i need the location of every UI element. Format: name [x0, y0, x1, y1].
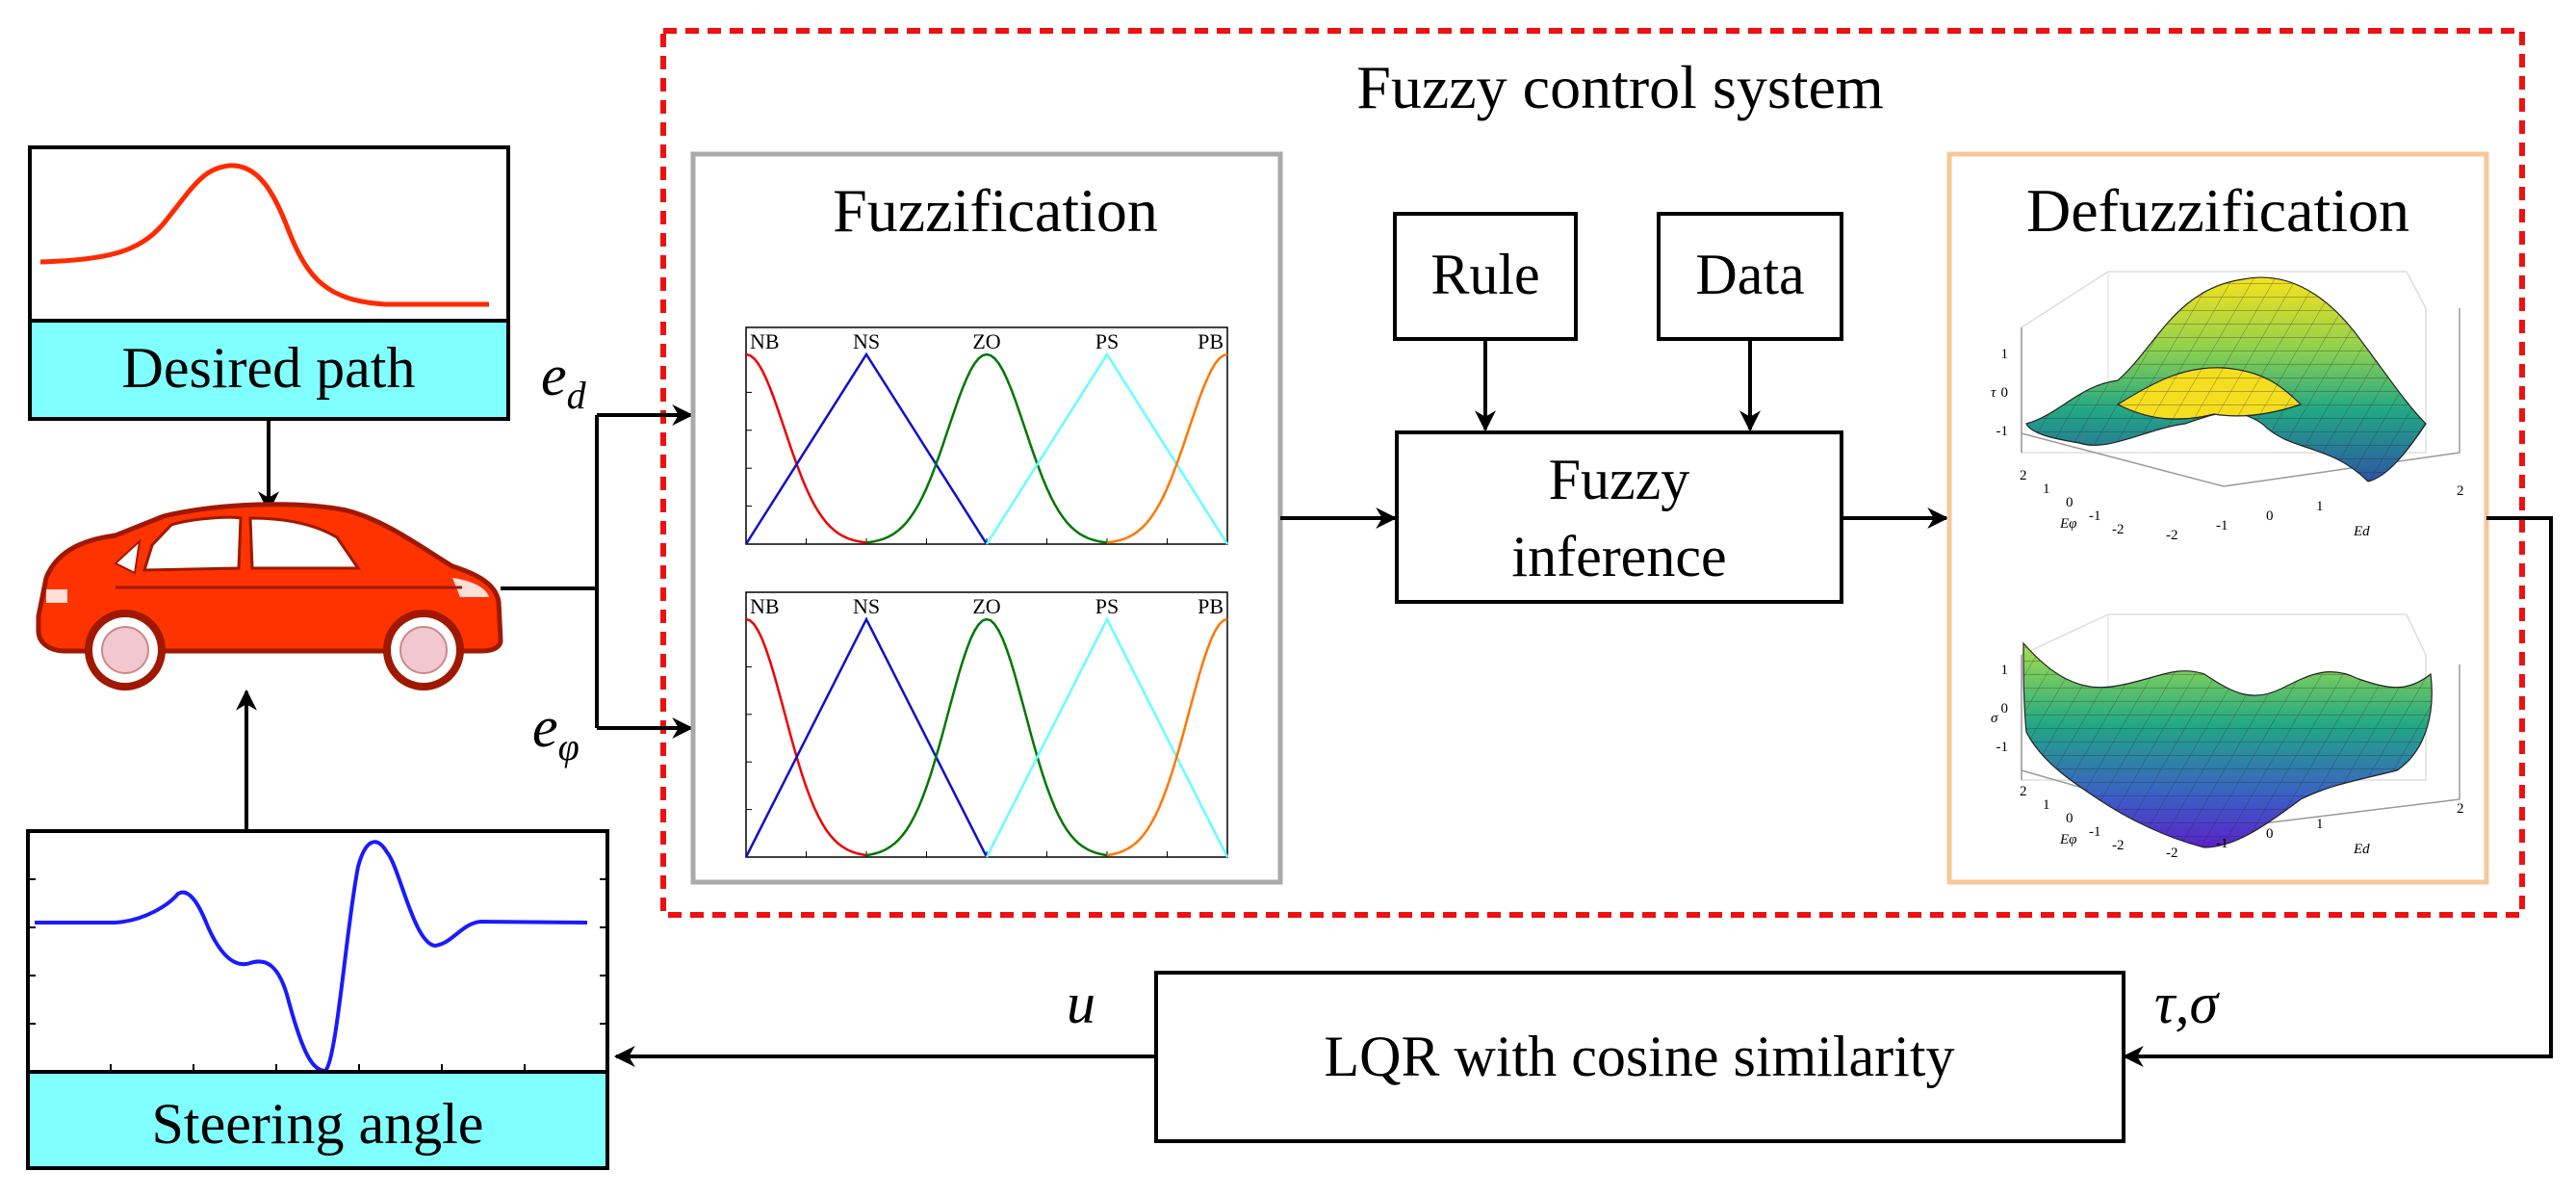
- membership-label: NS: [853, 329, 880, 353]
- svg-text:1: 1: [2043, 797, 2050, 813]
- svg-text:1: 1: [2001, 347, 2009, 362]
- svg-text:0: 0: [2001, 385, 2009, 401]
- svg-text:-2: -2: [2112, 522, 2125, 537]
- membership-label: NS: [853, 594, 880, 618]
- tau-surface-plot: 1 0 -1 τ 2 1 0 -1 -2 Eφ -2 -1 0 1 2 Ed: [1991, 271, 2464, 543]
- lqr-block: LQR with cosine similarity: [1154, 971, 2125, 1143]
- car-output-connector: [501, 404, 694, 739]
- lqr-label: LQR with cosine similarity: [1325, 1025, 1955, 1088]
- svg-text:-1: -1: [2216, 518, 2228, 534]
- svg-text:1: 1: [2316, 817, 2324, 832]
- rule-block: Rule: [1393, 212, 1578, 341]
- svg-text:0: 0: [2066, 811, 2074, 826]
- svg-text:2: 2: [2020, 468, 2027, 483]
- membership-function-nb: [745, 617, 867, 857]
- membership-function-pb: [1106, 617, 1228, 857]
- svg-text:0: 0: [2266, 826, 2274, 842]
- membership-function-ns: [744, 616, 989, 858]
- feedback-connector: [2122, 516, 2553, 1067]
- svg-text:-1: -1: [1996, 740, 2009, 755]
- fuzzification-block: Fuzzification NB NS ZO PS PB NB NS ZO PS PB: [690, 151, 1283, 885]
- defuzzification-title: Defuzzification: [2026, 176, 2409, 245]
- svg-text:-1: -1: [1996, 424, 2009, 439]
- svg-text:Ed: Ed: [2353, 842, 2370, 857]
- membership-label: ZO: [972, 594, 1000, 618]
- membership-label: NB: [750, 329, 780, 353]
- svg-text:2: 2: [2020, 784, 2027, 799]
- svg-text:0: 0: [2066, 495, 2074, 510]
- svg-text:0: 0: [2266, 508, 2274, 524]
- desired-path-block: Desired path: [28, 145, 510, 421]
- inference-line-1: Fuzzy: [1549, 448, 1690, 511]
- car-icon: [36, 502, 503, 690]
- svg-text:τ: τ: [1991, 385, 1996, 401]
- membership-label: PB: [1198, 594, 1224, 618]
- inference-line-2: inference: [1511, 525, 1726, 588]
- svg-text:2: 2: [2457, 801, 2464, 817]
- fuzzy-control-system: Fuzzy control system: [660, 28, 2525, 918]
- membership-function-zo: [865, 352, 1108, 544]
- svg-text:0: 0: [2001, 701, 2009, 716]
- svg-text:Eφ: Eφ: [2059, 832, 2076, 847]
- fuzzy-inference-block: Fuzzy inference: [1395, 430, 1843, 604]
- membership-function-ns: [744, 352, 989, 545]
- system-title: Fuzzy control system: [1356, 53, 1883, 121]
- rule-label: Rule: [1430, 243, 1539, 306]
- membership-label: PS: [1095, 329, 1119, 353]
- fuzzification-title: Fuzzification: [833, 176, 1158, 245]
- sigma-surface-plot: 1 0 -1 σ 2 1 0 -1 -2 Eφ -2 -1 0 1 2 Ed: [1991, 613, 2464, 861]
- svg-text:-2: -2: [2166, 846, 2178, 861]
- svg-text:-1: -1: [2089, 824, 2101, 840]
- steering-angle-label: Steering angle: [152, 1092, 484, 1156]
- signal-e-d: ed: [541, 344, 587, 417]
- membership-function-ps: [985, 352, 1229, 545]
- desired-path-curve: [39, 163, 489, 307]
- membership-label: PS: [1095, 594, 1119, 618]
- steering-angle-block: Steering angle: [26, 829, 609, 1170]
- defuzzification-block: Defuzzification 1 0 -1 τ 2 1 0 -1 -2 Eφ …: [1946, 151, 2489, 885]
- data-block: Data: [1657, 212, 1843, 341]
- desired-path-label: Desired path: [122, 336, 416, 400]
- svg-text:σ: σ: [1991, 711, 1998, 726]
- membership-function-nb: [745, 352, 867, 544]
- signal-u: u: [1067, 972, 1095, 1035]
- signal-e-phi: eφ: [532, 695, 580, 768]
- svg-text:-1: -1: [2089, 508, 2101, 524]
- svg-text:-2: -2: [2112, 838, 2125, 853]
- svg-text:-1: -1: [2216, 836, 2228, 851]
- svg-text:Ed: Ed: [2353, 524, 2370, 539]
- membership-label: ZO: [972, 329, 1000, 353]
- membership-function-zo: [865, 617, 1108, 857]
- data-label: Data: [1695, 243, 1804, 306]
- svg-text:-2: -2: [2166, 528, 2178, 543]
- svg-text:1: 1: [2043, 482, 2050, 497]
- membership-function-ps: [985, 616, 1229, 858]
- membership-label: NB: [750, 594, 780, 618]
- signal-tau-sigma: τ,σ: [2154, 972, 2220, 1035]
- svg-text:2: 2: [2457, 483, 2464, 499]
- svg-text:1: 1: [2316, 499, 2324, 514]
- svg-text:Eφ: Eφ: [2059, 516, 2076, 532]
- membership-function-pb: [1106, 352, 1228, 544]
- svg-text:1: 1: [2001, 663, 2009, 678]
- membership-label: PB: [1198, 329, 1224, 353]
